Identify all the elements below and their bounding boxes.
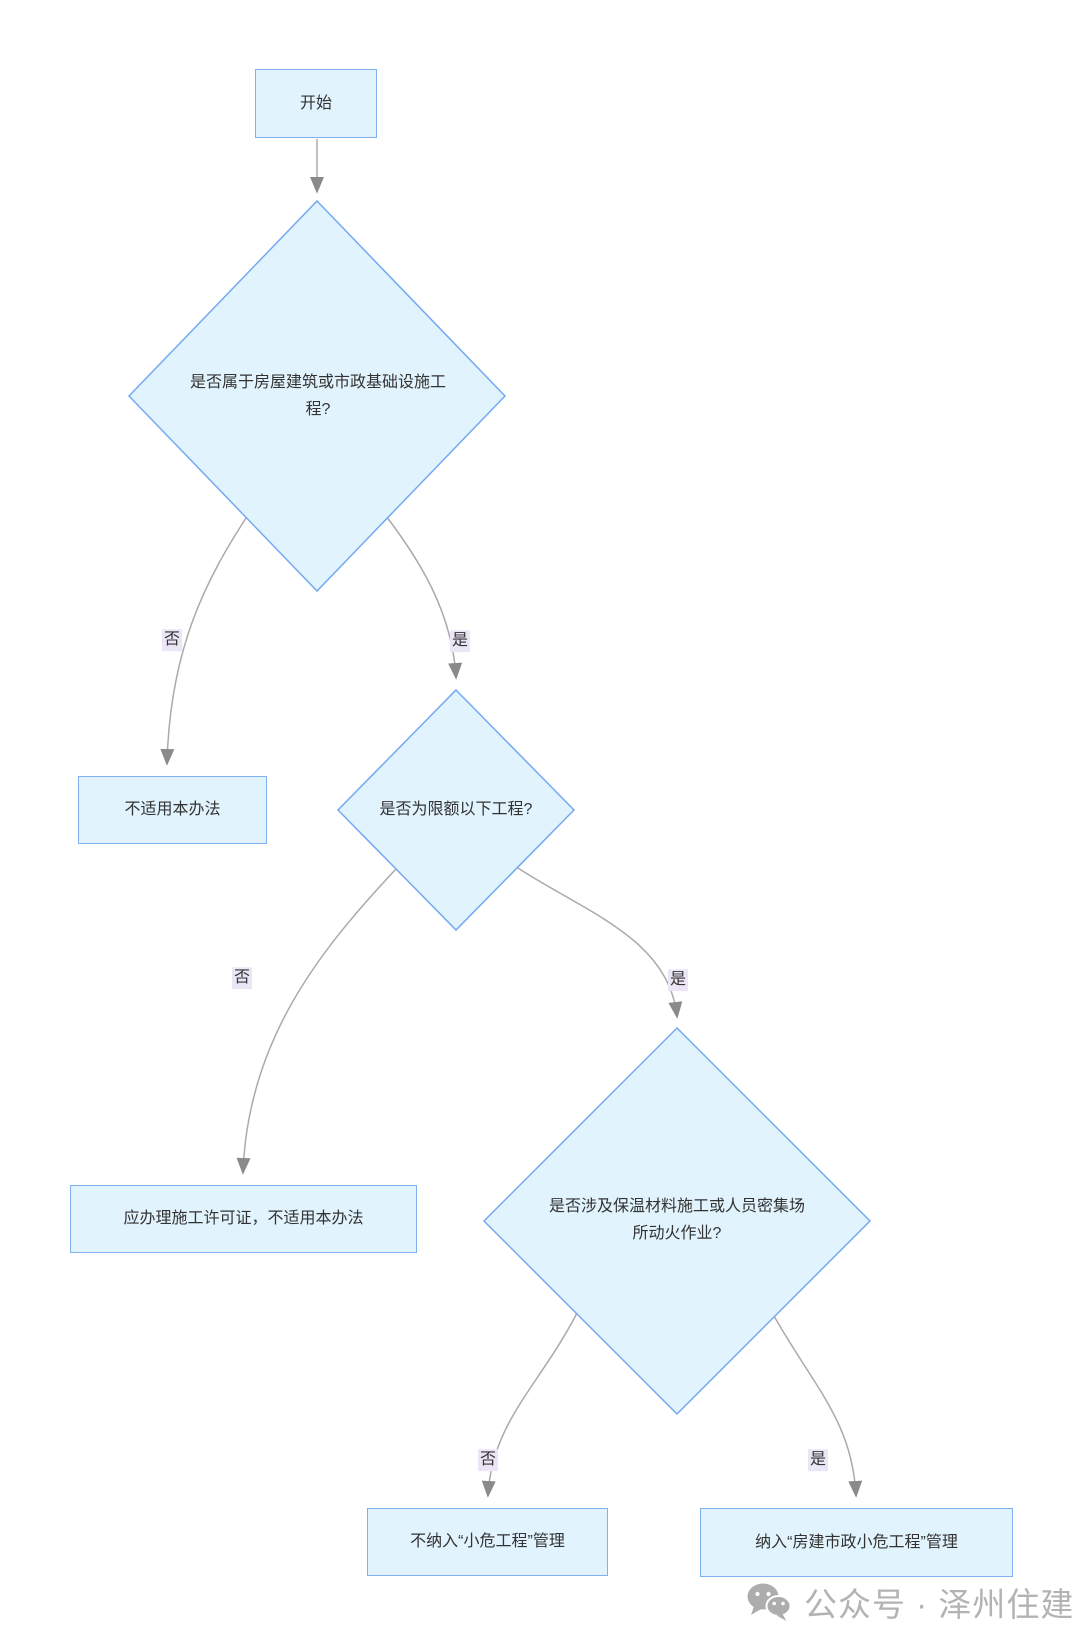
result-node-permit-required: 应办理施工许可证，不适用本办法 <box>70 1185 417 1253</box>
result-node-not-included: 不纳入“小危工程”管理 <box>367 1508 608 1576</box>
edge-decision1-yes <box>382 511 463 680</box>
result-node-label: 不纳入“小危工程”管理 <box>410 1533 565 1550</box>
result-node-included: 纳入“房建市政小危工程”管理 <box>700 1508 1013 1577</box>
edge-label-decision3-yes: 是 <box>807 1449 829 1471</box>
result-node-label: 应办理施工许可证，不适用本办法 <box>123 1210 364 1227</box>
edge-label-decision2-no: 否 <box>231 967 253 989</box>
edge-label-decision3-no: 否 <box>477 1449 499 1471</box>
edge-decision1-no <box>160 511 251 766</box>
start-node-label: 开始 <box>299 94 332 112</box>
watermark-text: 公众号 · 泽州住建 <box>804 1586 1075 1623</box>
edge-decision2-yes <box>517 867 683 1019</box>
edge-decision3-no <box>481 1312 578 1498</box>
result-node-label: 不适用本办法 <box>124 801 221 818</box>
edge-label-decision2-yes: 是 <box>667 969 689 991</box>
wechat-icon <box>746 1582 792 1622</box>
result-node-label: 纳入“房建市政小危工程”管理 <box>755 1533 958 1551</box>
decision3-diamond <box>482 1026 872 1416</box>
edge-label-decision1-no: 否 <box>161 629 183 651</box>
edge-decision2-no <box>236 868 397 1175</box>
edge-label-decision1-yes: 是 <box>449 630 471 652</box>
decision2-diamond <box>336 688 576 932</box>
start-node: 开始 <box>255 69 377 138</box>
watermark: 公众号 · 泽州住建 <box>746 1578 1074 1626</box>
edge-decision3-yes <box>773 1315 863 1498</box>
decision1-diamond <box>127 199 507 593</box>
result-node-not-applicable: 不适用本办法 <box>78 776 267 844</box>
